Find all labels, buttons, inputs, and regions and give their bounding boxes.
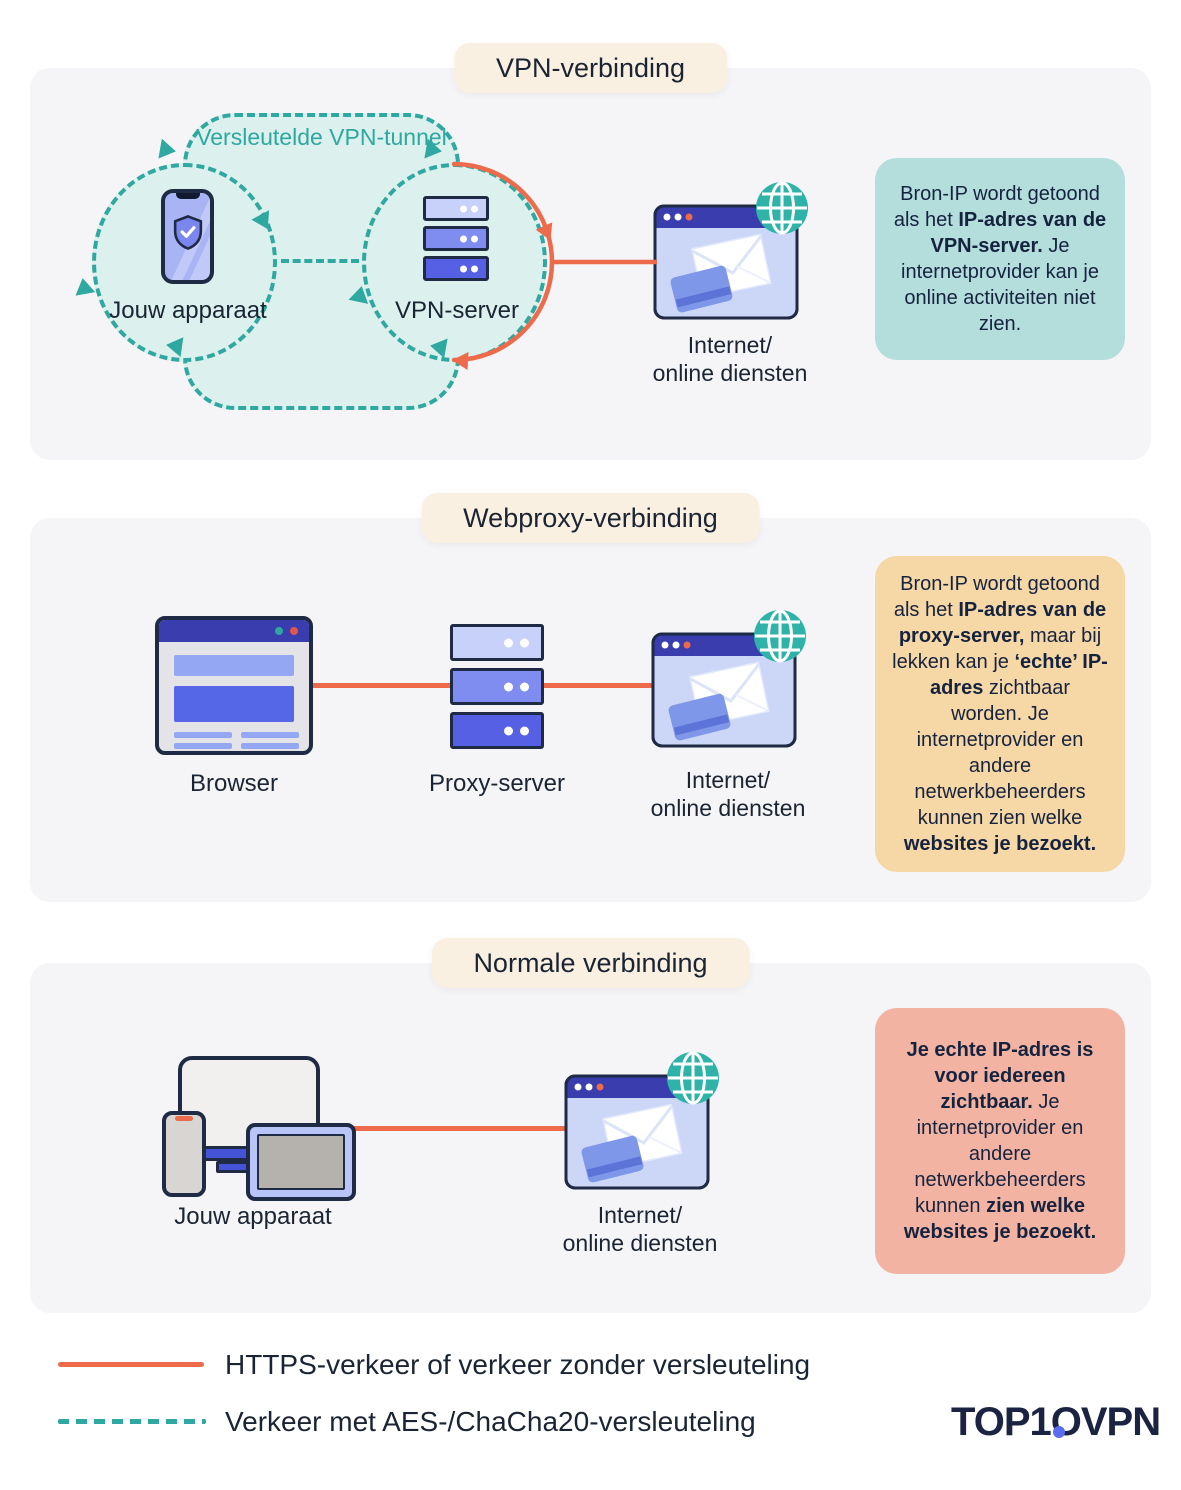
page-block [174, 655, 294, 676]
phone-notch [175, 1116, 193, 1121]
window-dot [275, 627, 283, 635]
shield-check-icon [173, 215, 203, 250]
server-rack-row [423, 196, 489, 221]
browser-icon [155, 616, 313, 755]
proxy-server-label: Proxy-server [428, 770, 566, 797]
browser-label: Browser [189, 770, 279, 797]
device-label: Jouw apparaat [174, 1203, 332, 1230]
vpn-callout: Bron-IP wordt getoond als het IP-adres v… [875, 158, 1125, 360]
legend-label-encrypted: Verkeer met AES-/ChaCha20-versleuteling [225, 1406, 756, 1437]
https-traffic-path [451, 161, 657, 370]
arrow-icon [452, 352, 469, 370]
phone-notch [175, 193, 200, 199]
page-block [174, 686, 294, 722]
proxy-server-icon [450, 624, 544, 756]
legend-dashed-teal-line [58, 1419, 206, 1424]
arrow-icon [164, 334, 184, 358]
legend-label-https: HTTPS-verkeer of verkeer zonder versleut… [225, 1349, 811, 1380]
proxy-section-title: Webproxy-verbinding [421, 493, 760, 543]
tablet-icon [246, 1123, 356, 1201]
internet-label: Internet/ online diensten [562, 1202, 718, 1256]
arrow-icon [158, 138, 178, 162]
internet-label: Internet/ online diensten [652, 332, 808, 386]
normal-callout: Je echte IP-adres is voor iedereen zicht… [875, 1008, 1125, 1274]
server-rack-row [450, 668, 544, 705]
vpn-server-label: VPN-server [394, 297, 520, 324]
vpn-section-title: VPN-verbinding [453, 43, 728, 93]
tablet-screen [257, 1134, 345, 1190]
vpn-server-icon [423, 196, 489, 286]
window-dot [290, 627, 298, 635]
internet-label: Internet/ online diensten [650, 767, 806, 821]
legend-solid-orange-line [58, 1362, 204, 1367]
server-rack-row [450, 624, 544, 661]
arrow-icon [72, 276, 96, 296]
server-rack-row [423, 256, 489, 281]
logo-dot [1052, 1426, 1065, 1438]
phone-icon [162, 1111, 206, 1197]
vpn-tunnel-label: Versleutelde VPN-tunnel [196, 124, 447, 150]
phone-icon [161, 189, 214, 284]
internet-illustration [650, 609, 812, 751]
server-rack-row [450, 712, 544, 749]
browser-titlebar [159, 620, 309, 642]
encrypted-link-line [281, 259, 359, 263]
arrow-icon [535, 222, 553, 241]
internet-illustration [563, 1051, 725, 1193]
normal-section-title: Normale verbinding [431, 938, 750, 988]
device-label: Jouw apparaat [109, 297, 267, 324]
https-traffic-line [350, 1126, 572, 1131]
server-rack-row [423, 226, 489, 251]
proxy-callout: Bron-IP wordt getoond als het IP-adres v… [875, 556, 1125, 872]
